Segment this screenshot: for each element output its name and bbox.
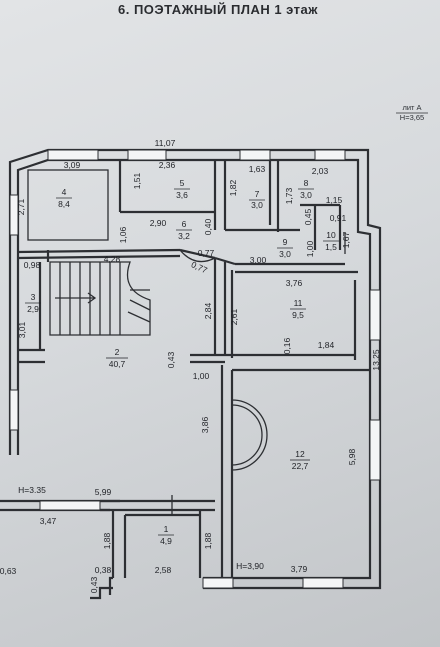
dimension: 3,76 — [286, 278, 303, 288]
room-area: 9,5 — [292, 310, 304, 320]
windows — [9, 149, 381, 589]
dimension: 1,88 — [203, 532, 213, 549]
room-number: 5 — [180, 178, 185, 188]
door-arc — [179, 249, 216, 263]
dimension: 1,06 — [118, 226, 128, 243]
dimension: 1,00 — [193, 371, 210, 381]
dimension: 1,63 — [249, 164, 266, 174]
dimension: 1,15 — [326, 195, 343, 205]
window-top-3 — [239, 149, 271, 161]
dimension: 0,43 — [166, 351, 176, 368]
dimension: 5,98 — [347, 448, 357, 465]
dimension: 2,84 — [203, 302, 213, 319]
dimension: 2,71 — [16, 198, 26, 215]
room-area: 2,9 — [27, 304, 39, 314]
dimension: 2,61 — [229, 308, 239, 325]
dimension: 1,82 — [228, 179, 238, 196]
dimension: 4,28 — [104, 254, 121, 264]
building-letter: лит А — [402, 103, 421, 112]
dimension: 0,38 — [95, 565, 112, 575]
window-left-1 — [9, 194, 19, 236]
dimension: 5,99 — [95, 487, 112, 497]
room-number: 9 — [283, 237, 288, 247]
dimension: 3,09 — [64, 160, 81, 170]
dimension: 0,91 — [330, 213, 347, 223]
room-number: 10 — [326, 230, 336, 240]
room-number: 6 — [182, 219, 187, 229]
room-area: 8,4 — [58, 199, 70, 209]
dimension: Н=3.35 — [18, 485, 46, 495]
dimension: 13,25 — [371, 349, 381, 371]
dimension: 3.00 — [250, 255, 267, 265]
room-number: 7 — [255, 189, 260, 199]
window-top-1 — [47, 149, 99, 161]
dimension: 0,63 — [0, 566, 17, 576]
room-area: 1,5 — [325, 242, 337, 252]
window-right-1 — [369, 289, 381, 341]
room-area: 40,7 — [109, 359, 126, 369]
dimension: 1,84 — [318, 340, 335, 350]
dimension: 2,03 — [312, 166, 329, 176]
window-left-2 — [9, 389, 19, 431]
dimension: 1,67 — [341, 231, 351, 248]
outer-walls — [0, 148, 382, 600]
room-labels: 4 8,4 5 3,6 6 3,2 7 3,0 8 3,0 9 3,0 10 1… — [25, 178, 339, 546]
window-right-2 — [369, 419, 381, 481]
window-bottom-1 — [202, 577, 234, 589]
room-number: 12 — [295, 449, 305, 459]
dimension: 2,58 — [155, 565, 172, 575]
dimension: 3,01 — [17, 321, 27, 338]
dimension: 3,47 — [40, 516, 57, 526]
room-area: 3,0 — [279, 249, 291, 259]
window-top-2 — [127, 149, 167, 161]
dimension: 1,73 — [284, 187, 294, 204]
bay-semicircle-inner — [231, 404, 263, 466]
room-area: 3,0 — [251, 200, 263, 210]
dimension: 3,86 — [200, 416, 210, 433]
dimension-labels: 11,07 3,09 2,36 1,63 2,03 2,71 1,51 1,82… — [0, 138, 381, 593]
room-number: 1 — [164, 524, 169, 534]
dimension: 0,43 — [89, 576, 99, 593]
staircase — [49, 261, 151, 336]
room-number: 4 — [62, 187, 67, 197]
bay-semicircle — [231, 399, 268, 471]
room-4-outline — [27, 169, 109, 241]
window-top-4 — [314, 149, 346, 161]
room-number: 8 — [304, 178, 309, 188]
page-title: 6. ПОЭТАЖНЫЙ ПЛАН 1 этаж — [118, 2, 318, 17]
dimension: 0,98 — [24, 260, 41, 270]
building-height: Н=3,65 — [400, 113, 424, 122]
room-number: 2 — [115, 347, 120, 357]
interior-walls — [17, 160, 370, 578]
dimension: 0,77 — [198, 248, 215, 258]
room-area: 3,6 — [176, 190, 188, 200]
dimension: 1,88 — [102, 532, 112, 549]
dimension: 3,79 — [291, 564, 308, 574]
room-area: 3,0 — [300, 190, 312, 200]
dimension: 2,90 — [150, 218, 167, 228]
room-area: 22,7 — [292, 461, 309, 471]
dimension: Н=3,90 — [236, 561, 264, 571]
dimension: 0,45 — [303, 208, 313, 225]
room-area: 3,2 — [178, 231, 190, 241]
dimension: 0,16 — [282, 337, 292, 354]
dimension: 1,00 — [305, 240, 315, 257]
window-bottom-2 — [302, 577, 344, 589]
room-number: 11 — [294, 298, 303, 308]
room-number: 3 — [31, 292, 36, 302]
dimension: 2,36 — [159, 160, 176, 170]
dimension: 0,40 — [203, 218, 213, 235]
window-bottom-left — [39, 500, 101, 511]
dimension: 1,51 — [132, 172, 142, 189]
room-area: 4,9 — [160, 536, 172, 546]
dimension: 11,07 — [155, 138, 176, 148]
